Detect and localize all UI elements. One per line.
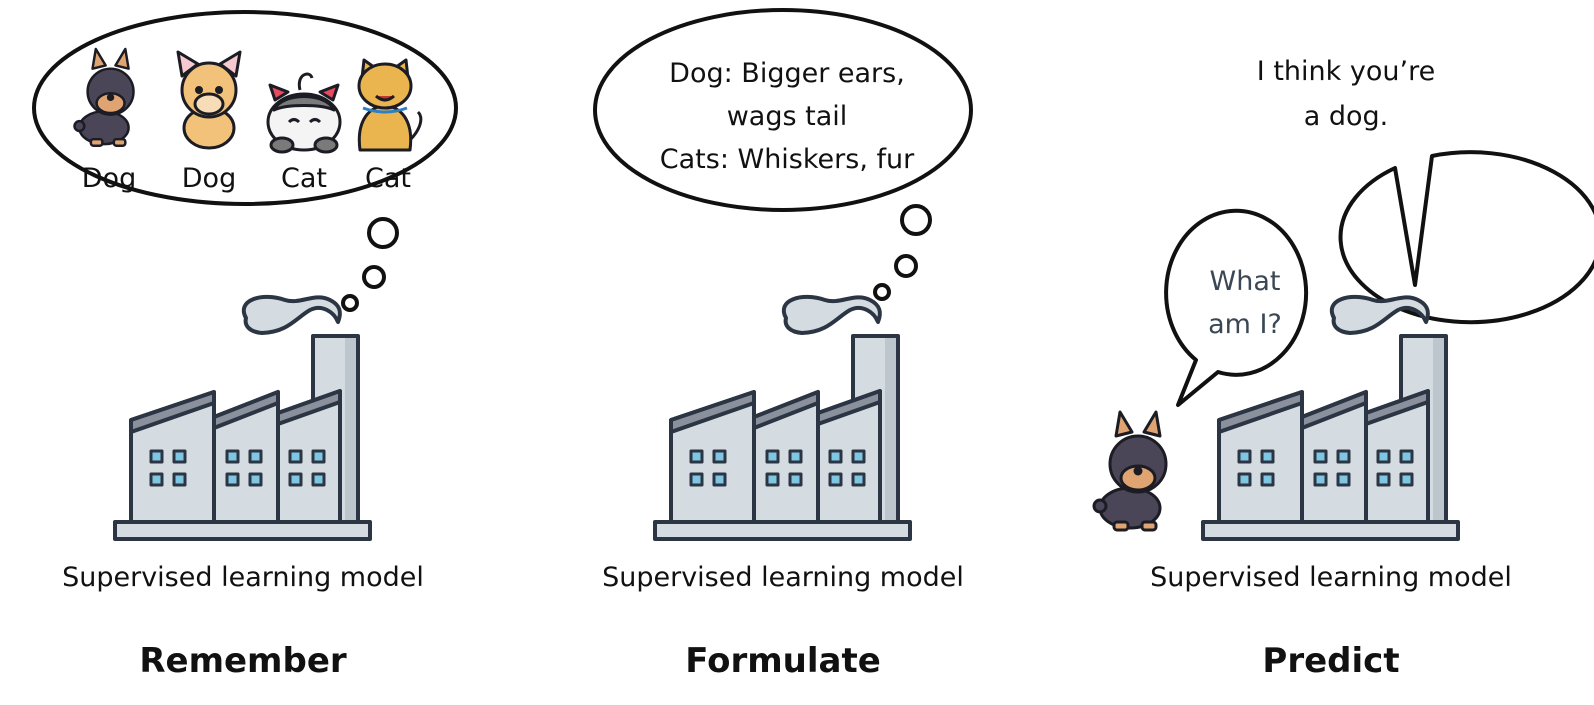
speech-line: a dog. — [1304, 101, 1389, 132]
speech-line: I think you’re — [1257, 56, 1435, 87]
thought-line: Cats: Whiskers, fur — [660, 144, 915, 175]
thought-dot — [362, 265, 386, 289]
panel-title: Predict — [1262, 641, 1399, 681]
question-line: What — [1210, 266, 1281, 297]
thought-dot — [341, 294, 359, 312]
chihuahua-dog-icon — [176, 50, 242, 150]
item-label: Dog — [82, 163, 136, 194]
panel-title: Remember — [139, 641, 347, 681]
factory-icon — [653, 294, 912, 541]
thought-dot — [894, 254, 918, 278]
factory-icon — [113, 294, 372, 541]
speech-bubble — [1338, 150, 1594, 325]
sitting-cat-icon — [357, 58, 423, 152]
panel-formulate: Dog: Bigger ears, wags tail Cats: Whiske… — [593, 8, 973, 681]
model-label: Supervised learning model — [1150, 562, 1512, 593]
item-label: Cat — [365, 163, 411, 194]
model-label: Supervised learning model — [602, 562, 964, 593]
thought-dot — [367, 217, 399, 249]
thought-line: wags tail — [727, 101, 848, 132]
panel-title: Formulate — [685, 641, 881, 681]
thought-bubble — [32, 10, 458, 206]
item-label: Dog — [182, 163, 236, 194]
thought-bubble — [593, 8, 973, 212]
panel-predict: I think you’re a dog. What am I? Supervi… — [1092, 56, 1594, 681]
doberman-dog-icon — [1092, 410, 1168, 532]
thought-line: Dog: Bigger ears, — [669, 58, 905, 89]
question-line: am I? — [1208, 309, 1282, 340]
thought-dot — [900, 204, 932, 236]
panel-remember: Dog Dog Cat Cat Supervised learning mode… — [32, 10, 458, 681]
lying-cat-icon — [266, 72, 342, 154]
thought-dot — [873, 283, 891, 301]
model-label: Supervised learning model — [62, 562, 424, 593]
question-bubble — [1164, 208, 1309, 407]
item-label: Cat — [281, 163, 327, 194]
